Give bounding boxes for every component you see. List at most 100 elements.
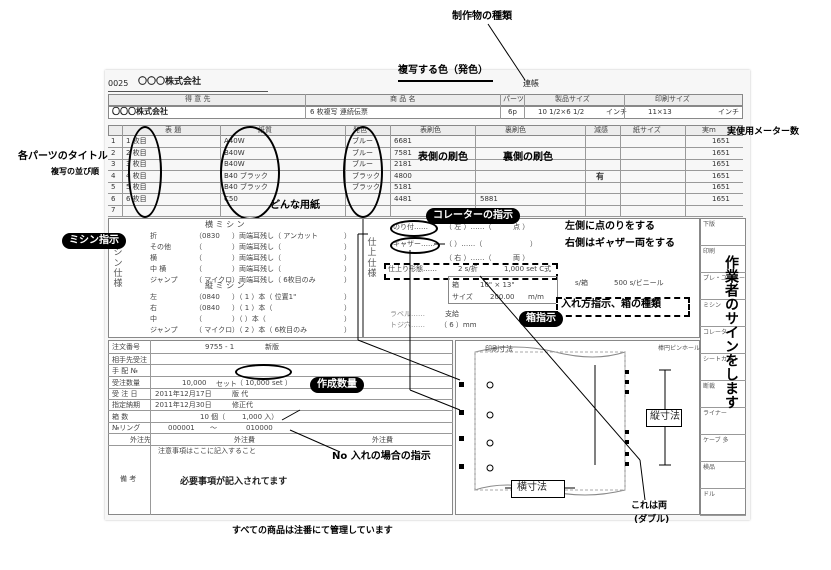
cell-omote: 4800 (394, 171, 412, 180)
underline (398, 80, 493, 82)
work-step-label: シートカット (703, 356, 740, 363)
order-shinki: 新版 (265, 343, 279, 351)
annotation-footer: すべての商品は注番にて管理しています (232, 526, 393, 536)
doc-renraku: 連帳 (523, 79, 539, 88)
tate-label: 縦寸法 (650, 411, 680, 422)
work-step-divider (700, 299, 746, 300)
oval-juchu (235, 364, 292, 380)
gyaza-left: （ ）……（ (445, 240, 483, 248)
yoko-label: 横寸法 (517, 482, 547, 493)
work-step-label: コレーター (703, 329, 734, 336)
order-ring-sep: 〜 (210, 424, 217, 432)
cell-omote: 5181 (394, 183, 412, 191)
divider (500, 94, 501, 119)
toji-row: トジ穴…… (390, 321, 425, 329)
ireru-box (556, 297, 690, 317)
mishin-val: （0830 (195, 232, 220, 240)
order-ring-b: 010000 (246, 424, 273, 432)
order-chumon-lbl: 注文番号 (112, 343, 140, 351)
gyaza-right: ） (530, 240, 537, 248)
annotation-seisaku-shurui: 制作物の種類 (452, 11, 512, 22)
mishin-mid: ）（ 2 ）本（ 6枚目のみ (232, 326, 308, 334)
order-hanshi: 版 代 (232, 390, 249, 398)
header-insatsu-size: 印刷サイズ (655, 95, 690, 103)
yoko-box (511, 480, 565, 498)
cell-meter: 1651 (712, 137, 730, 145)
divider (305, 94, 306, 119)
oval-color (343, 126, 383, 218)
annotation-kore-ryo: これは両 (631, 501, 668, 511)
mishin-val: （ (195, 243, 202, 251)
row-divider (108, 181, 743, 183)
annotation-ura-color: 裏側の刷色 (503, 152, 553, 163)
mishin-val: （ (195, 254, 202, 262)
mishin-val: （ マイクロ (195, 326, 233, 334)
annotation-omote-color: 表側の刷色 (418, 152, 468, 163)
order-divider (108, 433, 453, 434)
order-ring-lbl: №リング (112, 424, 141, 432)
doc-company-title: 〇〇〇株式会社 (138, 77, 202, 87)
cell-meter: 1651 (712, 183, 730, 191)
col-ura: 裏刷色 (505, 126, 526, 134)
divider (122, 125, 123, 217)
order-juchu-unit: セット (216, 380, 237, 388)
size-label: サイズ (452, 293, 473, 301)
annotation-donna-yoshi: どんな用紙 (270, 200, 320, 211)
row-divider (108, 204, 743, 206)
work-step-label: 検品 (703, 464, 716, 471)
divider (475, 125, 476, 217)
product-name: 6 枚複写 連続伝票 (310, 108, 368, 116)
annotation-no-ire: No 入れの場合の指示 (332, 451, 431, 462)
mishin-val: （0840 (195, 293, 220, 301)
order-chumon-val: 9755 - 1 (205, 343, 235, 351)
mishin-end: ） (344, 243, 351, 251)
print-size: 11×13 (648, 108, 672, 116)
order-shusei: 修正代 (232, 401, 253, 409)
order-divider (108, 388, 453, 389)
hako-pill: 箱指示 (519, 311, 563, 327)
divider (390, 125, 391, 217)
row-divider (108, 193, 743, 194)
row-divider (108, 216, 743, 217)
mishin-tate-title: 縦 ミ シ ン (205, 281, 245, 290)
client-name: 〇〇〇株式会社 (112, 107, 168, 116)
order-ukebi-lbl: 受 注 日 (112, 390, 138, 398)
mishin-mid: ）（ ）本（ (232, 315, 266, 323)
work-step-divider (700, 380, 746, 381)
work-step-divider (700, 245, 746, 246)
work-step-label: 印刷 (703, 248, 716, 255)
mishin-end: ） (344, 293, 351, 301)
col-hyodai: 表 題 (165, 126, 182, 134)
order-aite: 相手先受注 (112, 356, 147, 364)
header-row (108, 94, 743, 106)
annotation-parts-title: 各パーツのタイトル (18, 151, 108, 162)
work-step-divider (700, 407, 746, 408)
order-divider (108, 364, 453, 365)
mishin-mid: ）両端耳残し（ (232, 243, 281, 251)
cell-no: 5 (111, 183, 116, 191)
work-step-label: プレ・ユーター (703, 275, 746, 282)
size-unit: m/m (528, 293, 544, 301)
cell-no: 1 (111, 137, 116, 145)
order-hako-lbl: 箱 数 (112, 413, 129, 421)
tate-box (646, 409, 682, 427)
toji-value: （ 6 ）mm (440, 321, 477, 329)
work-step-label: ドル (703, 491, 716, 498)
cell-ura: 5881 (480, 194, 498, 203)
mishin-val: （ (195, 315, 202, 323)
row-divider (108, 170, 743, 171)
annotation-bikou-text: 必要事項が記入されてます (180, 477, 288, 487)
order-col-divider (150, 340, 151, 515)
size-unit-1: インチ (606, 108, 627, 116)
client-row (108, 106, 743, 119)
header-shohinmei: 商 品 名 (390, 95, 416, 103)
vinyl-value: 500 s/ビニール (614, 279, 664, 287)
cell-gen: 有 (596, 171, 604, 181)
annotation-hidari-nori: 左側に点のりをする (565, 221, 655, 232)
mishin-yoko-title: 横 ミ シ ン (205, 220, 245, 229)
mishin-val: （ マイクロ (195, 276, 233, 284)
diagram-title: 印刷寸法 (485, 345, 513, 353)
work-step-label: 下版 (703, 221, 716, 228)
mishin-end: ） (344, 315, 351, 323)
nori-right: 点 ） (513, 223, 530, 231)
